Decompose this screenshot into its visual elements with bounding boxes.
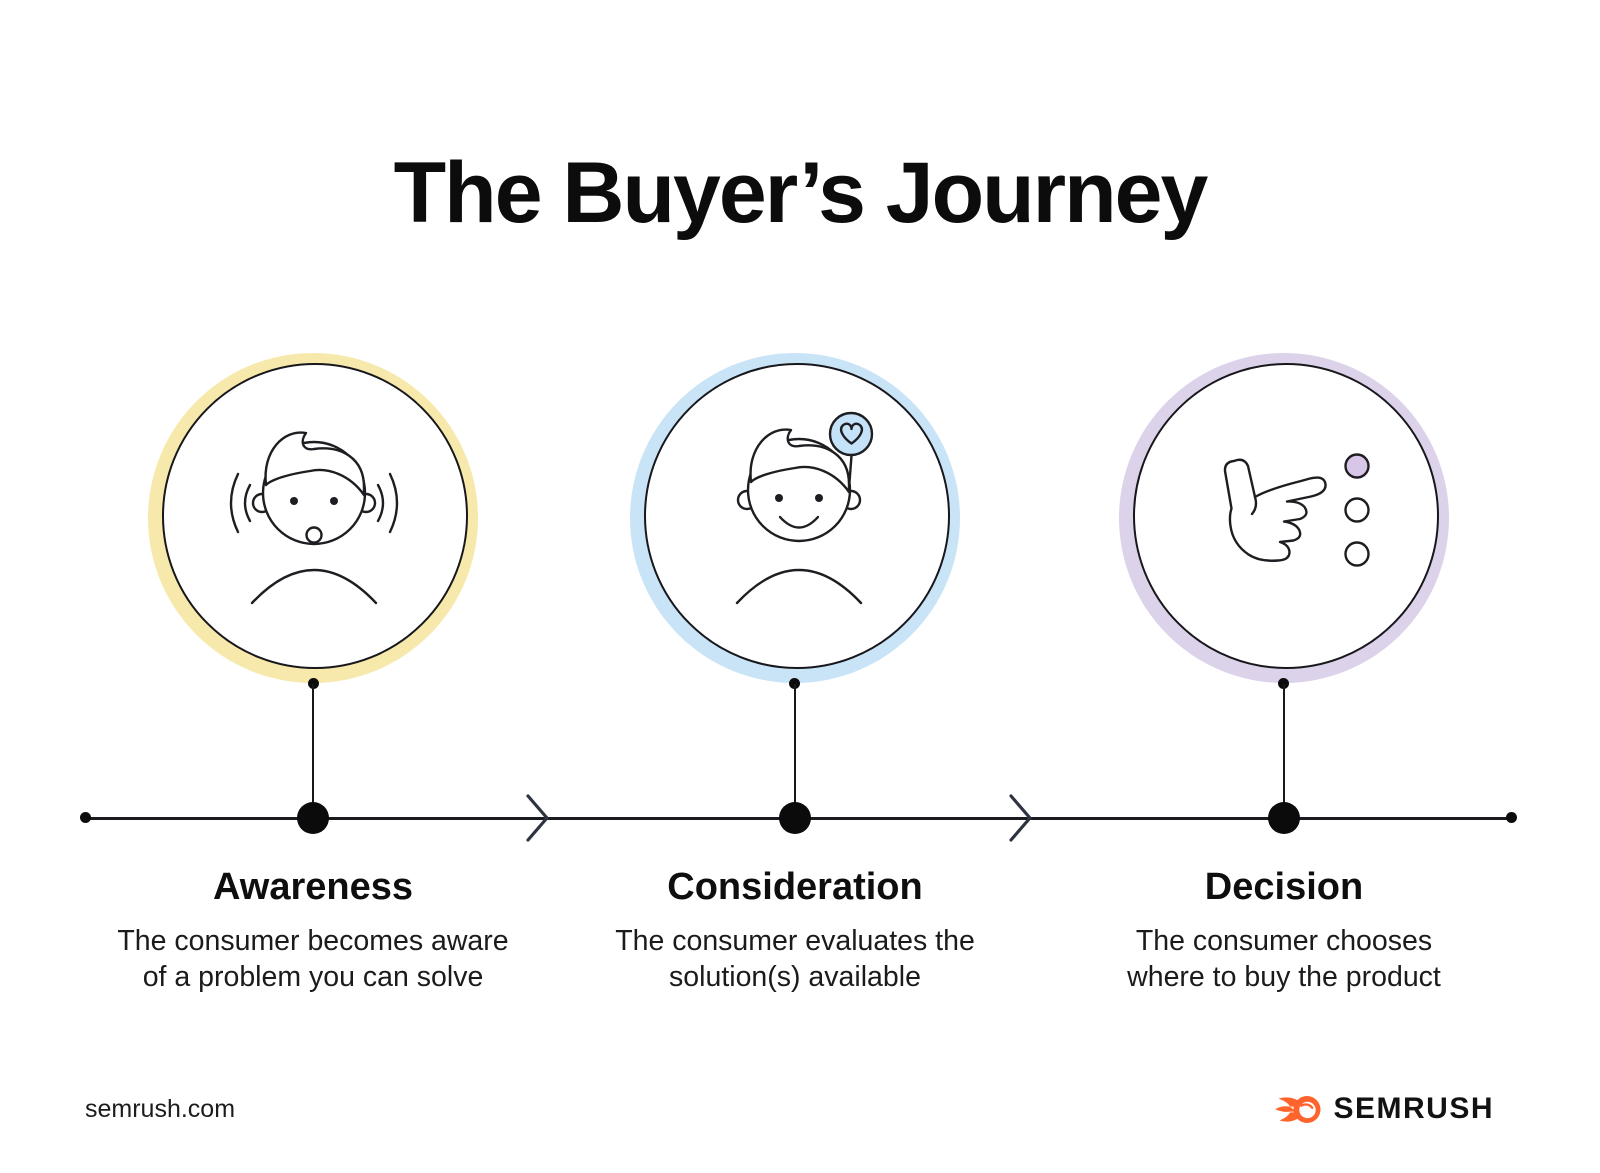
- decision-stage-ring: [1119, 353, 1449, 683]
- website-url: semrush.com: [85, 1095, 236, 1123]
- arrow-right-chevron-icon: [1009, 794, 1032, 842]
- awareness-stage-circle: [162, 363, 468, 669]
- timeline-node-consideration: [779, 802, 811, 834]
- heart-badge: [828, 411, 874, 457]
- decision-stage-circle: [1133, 363, 1439, 669]
- connector-dot: [789, 678, 800, 689]
- consideration-stage-circle: [644, 363, 950, 669]
- stage-title-awareness: Awareness: [213, 866, 413, 908]
- connector-line: [794, 684, 796, 819]
- timeline-node-decision: [1268, 802, 1300, 834]
- timeline-end-dot: [1506, 812, 1517, 823]
- semrush-wordmark: SEMRUSH: [1333, 1092, 1494, 1125]
- page-title: The Buyer’s Journey: [393, 144, 1209, 241]
- awareness-label-block: Awareness The consumer becomes aware of …: [53, 866, 573, 996]
- listening-person-icon: [229, 431, 399, 605]
- arrow-right-chevron-icon: [526, 794, 549, 842]
- decision-label-block: Decision The consumer chooses where to b…: [1024, 866, 1544, 996]
- person-heart-thought-icon: [735, 411, 874, 605]
- stage-title-decision: Decision: [1204, 866, 1364, 908]
- consideration-label-block: Consideration The consumer evaluates the…: [535, 866, 1055, 996]
- option-dot: [1344, 541, 1370, 567]
- hand-pointing-options-icon: [1223, 453, 1370, 567]
- connector-line: [1283, 684, 1285, 819]
- stage-description-decision: The consumer chooses where to buy the pr…: [1127, 925, 1441, 994]
- stage-description-awareness: The consumer becomes aware of a problem …: [117, 925, 509, 994]
- connector-dot: [308, 678, 319, 689]
- timeline-node-awareness: [297, 802, 329, 834]
- semrush-logo: SEMRUSH: [1275, 1092, 1494, 1126]
- connector-line: [312, 684, 314, 819]
- awareness-stage-ring: [148, 353, 478, 683]
- connector-dot: [1278, 678, 1289, 689]
- timeline-start-dot: [80, 812, 91, 823]
- stage-title-consideration: Consideration: [667, 866, 923, 908]
- heart-icon: [839, 422, 864, 445]
- semrush-flame-icon: [1275, 1095, 1321, 1123]
- option-dot: [1344, 497, 1370, 523]
- option-dot-selected: [1344, 453, 1370, 479]
- consideration-stage-ring: [630, 353, 960, 683]
- stage-description-consideration: The consumer evaluates the solution(s) a…: [615, 925, 975, 994]
